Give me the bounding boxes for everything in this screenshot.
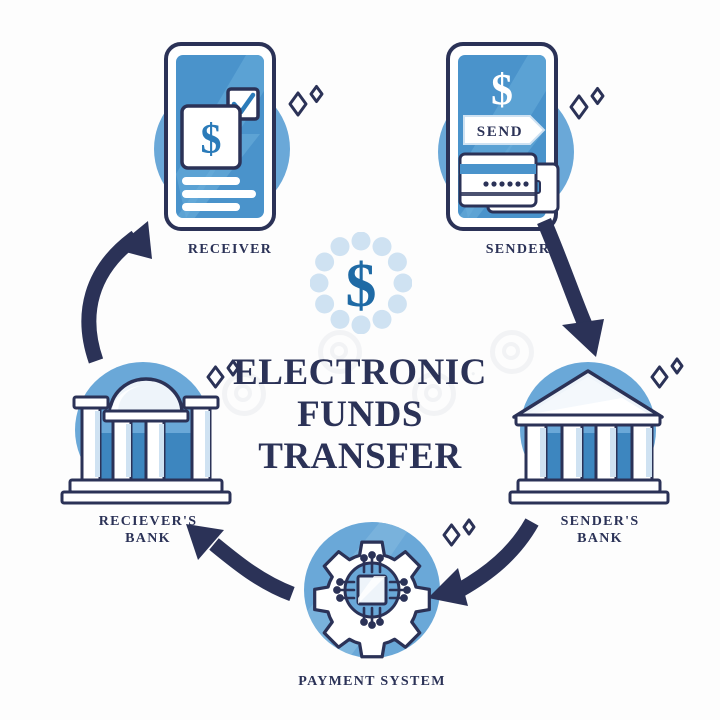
arrow-payment-to-recievers-bank xyxy=(170,510,300,625)
node-label-line: BANK xyxy=(125,531,171,546)
node-senders-bank[interactable]: SENDER'S BANK xyxy=(490,355,710,570)
node-label-line: RECEIVER xyxy=(187,242,273,257)
node-label-receiver: RECEIVER xyxy=(130,241,330,258)
title-line-3: TRANSFER xyxy=(258,436,462,477)
sparkle-icon xyxy=(442,518,476,547)
node-label-senders-bank: SENDER'S BANK xyxy=(500,513,700,547)
title-line-2: FUNDS xyxy=(297,394,423,435)
arrow-recievers-bank-to-receiver xyxy=(70,215,180,370)
sparkle-icon xyxy=(288,85,324,117)
svg-text:$: $ xyxy=(491,65,513,114)
dollar-coin-dots-icon: $ xyxy=(309,231,413,335)
svg-text:$: $ xyxy=(201,117,222,163)
node-label-recievers-bank: RECIEVER'S BANK xyxy=(48,513,248,547)
svg-text:$: $ xyxy=(346,252,377,320)
bank-dome-roof-icon xyxy=(38,355,258,525)
node-label-line: BANK xyxy=(577,531,623,546)
sparkle-icon xyxy=(569,87,605,120)
node-payment-system[interactable]: PAYMENT SYSTEM xyxy=(262,515,482,700)
gear-microchip-icon xyxy=(262,515,482,680)
sparkle-icon xyxy=(206,359,240,389)
send-button-label: SEND xyxy=(477,124,523,140)
arrow-senders-bank-to-payment xyxy=(418,510,548,625)
smartphone-send-payment-icon: $ SEND xyxy=(408,34,628,239)
node-label-payment-system: PAYMENT SYSTEM xyxy=(272,673,472,690)
node-label-line: SENDER xyxy=(485,242,551,257)
title-line-1: ELECTRONIC xyxy=(233,352,487,393)
node-sender[interactable]: $ SEND xyxy=(408,34,628,274)
node-label-line: RECIEVER'S xyxy=(98,514,198,529)
node-label-line: SENDER'S xyxy=(560,514,640,529)
page-title: ELECTRONIC FUNDS TRANSFER xyxy=(210,352,510,478)
node-label-line: PAYMENT SYSTEM xyxy=(298,674,446,689)
sparkle-icon xyxy=(650,357,684,389)
node-recievers-bank[interactable]: RECIEVER'S BANK xyxy=(38,355,258,570)
bank-pediment-roof-icon xyxy=(490,355,710,525)
node-receiver[interactable]: $ RECEIVER xyxy=(120,34,340,274)
smartphone-received-payment-icon: $ xyxy=(120,34,340,239)
arrow-sender-to-senders-bank xyxy=(528,215,638,370)
node-label-sender: SENDER xyxy=(418,241,618,258)
